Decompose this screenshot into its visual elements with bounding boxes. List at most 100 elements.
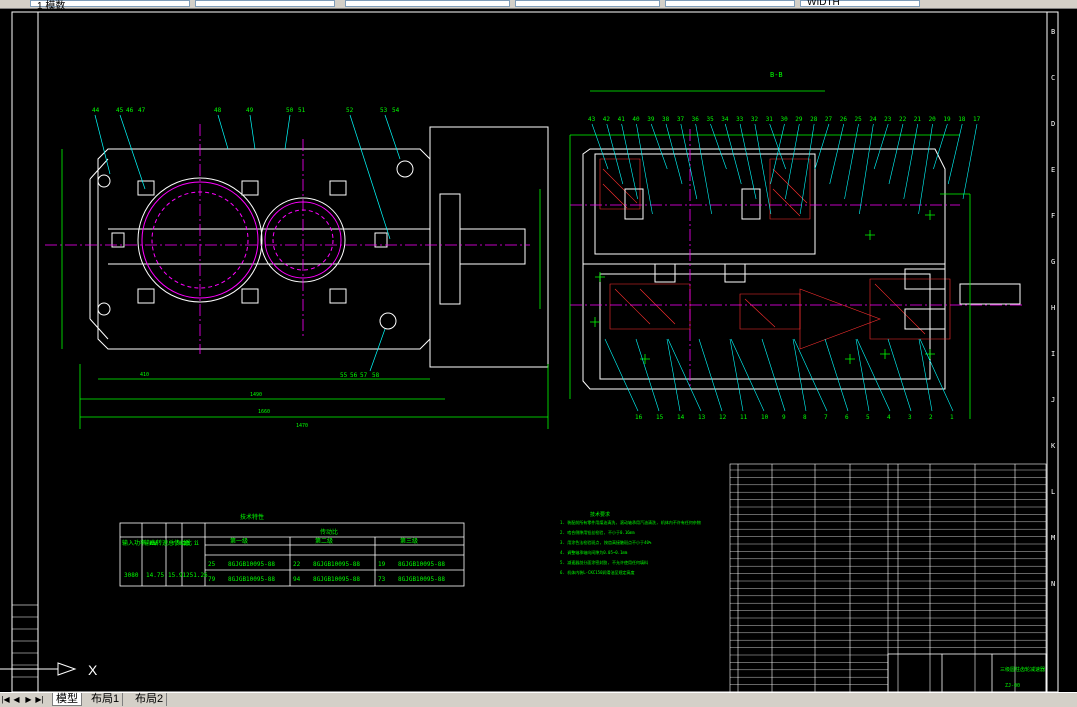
tech-table-header: 总 i [184, 539, 198, 547]
leader-line [903, 123, 919, 200]
gear-spec: 8GJGB10095-88 [398, 576, 445, 583]
part-number: 6 [845, 414, 849, 421]
layer-dropdown[interactable]: 1 模数 [30, 0, 190, 12]
part-number: 12 [719, 414, 727, 421]
part-number: 3 [908, 414, 912, 421]
next-tab-button[interactable]: ▶ [25, 695, 32, 704]
part-number: 47 [138, 107, 146, 114]
part-number: 15 [656, 414, 664, 421]
tech-table-header: 输入功率 KW [122, 539, 157, 547]
prev-tab-button[interactable]: ◀ [13, 695, 20, 704]
tech-table-value: 3080 [124, 572, 139, 579]
part-number: 5 [866, 414, 870, 421]
leader-line [829, 123, 845, 185]
top-view-housing [89, 126, 549, 368]
gear-outer-rings [137, 177, 346, 303]
centerlines-left [45, 124, 530, 354]
part-number: 54 [392, 107, 400, 114]
leader-line [695, 123, 712, 215]
part-number: 4 [887, 414, 891, 421]
title-block [887, 653, 1047, 692]
part-number: 50 [286, 107, 294, 114]
sheet-inner-border [37, 11, 1048, 692]
leader-line [947, 123, 963, 185]
tab-layout1[interactable]: 布局1 [88, 693, 124, 706]
gear-teeth-z1: 22 [293, 561, 301, 568]
part-number: 34 [721, 116, 729, 123]
toolbar-strip: 1 模数 WIDTH [0, 0, 1077, 12]
tech-table-header: 输出转速 r/min [144, 539, 190, 547]
part-number: 44 [92, 107, 100, 114]
leader-line [666, 338, 681, 412]
part-number: 57 [360, 372, 368, 379]
dim-410: 410 [140, 372, 149, 378]
part-number: 25 [855, 116, 863, 123]
gear-spec: 8GJGB10095-88 [313, 576, 360, 583]
linetype-dropdown[interactable] [195, 0, 335, 7]
leader-line [665, 123, 683, 185]
part-number: 42 [603, 116, 611, 123]
section-housing [582, 148, 1021, 390]
part-number: 27 [825, 116, 833, 123]
tech-table-title: 技术特性 [240, 513, 264, 521]
tech-table [119, 522, 465, 587]
leader-line [761, 338, 786, 412]
tab-layout2[interactable]: 布局2 [132, 693, 168, 706]
layout-tab-bar: |◀ ◀ ▶ ▶| 模型 布局1 布局2 [0, 692, 1077, 707]
dimensions-left [61, 149, 549, 429]
part-number: 22 [899, 116, 907, 123]
leader-line [680, 123, 698, 200]
color-dropdown[interactable] [665, 0, 795, 7]
housing-bolts [97, 160, 414, 330]
part-number: 10 [761, 414, 769, 421]
part-number: 55 [340, 372, 348, 379]
leader-line [606, 123, 624, 185]
leader-line [856, 338, 891, 412]
section-centerlines [570, 129, 1025, 389]
part-number: 43 [588, 116, 596, 123]
leader-line [887, 338, 912, 412]
leader-line [667, 338, 702, 412]
leader-line [793, 338, 828, 412]
leader-line [635, 338, 660, 412]
notes-title: 技术要求 [590, 511, 610, 518]
gear-spec: 8GJGB10095-88 [398, 561, 445, 568]
part-number: 30 [781, 116, 789, 123]
part-number: 28 [810, 116, 818, 123]
part-number: 26 [840, 116, 848, 123]
first-tab-button[interactable]: |◀ [1, 695, 10, 704]
part-number: 38 [662, 116, 670, 123]
part-number: 41 [618, 116, 626, 123]
tab-model[interactable]: 模型 [52, 693, 82, 706]
leader-line [636, 123, 653, 215]
leaders-right-top [591, 123, 978, 215]
tech-table-header: 第一级 [230, 537, 248, 545]
leader-line [785, 123, 800, 200]
lineweight-dropdown[interactable] [345, 0, 510, 7]
title-block-name: 三级圆柱齿轮减速器 [1000, 666, 1045, 673]
part-number: 2 [929, 414, 933, 421]
plotstyle-dropdown[interactable] [515, 0, 660, 7]
leader-line [730, 338, 765, 412]
leader-line [814, 123, 830, 170]
tech-table-header: 总传动比 i [168, 539, 200, 547]
part-number: 24 [869, 116, 877, 123]
border-letter: B [1051, 28, 1055, 36]
part-number: 13 [698, 414, 706, 421]
leader-line [698, 338, 723, 412]
border-letter: M [1051, 534, 1055, 542]
parts-list-rows [730, 469, 1046, 692]
tech-table-value: 14.75 [146, 572, 164, 579]
leader-line [844, 123, 859, 200]
border-letter: G [1051, 258, 1055, 266]
part-number: 7 [824, 414, 828, 421]
border-letter: N [1051, 580, 1055, 588]
border-letter: F [1051, 212, 1055, 220]
part-number: 51 [298, 107, 306, 114]
width-dropdown[interactable]: WIDTH [800, 0, 920, 8]
last-tab-button[interactable]: ▶| [35, 695, 44, 704]
